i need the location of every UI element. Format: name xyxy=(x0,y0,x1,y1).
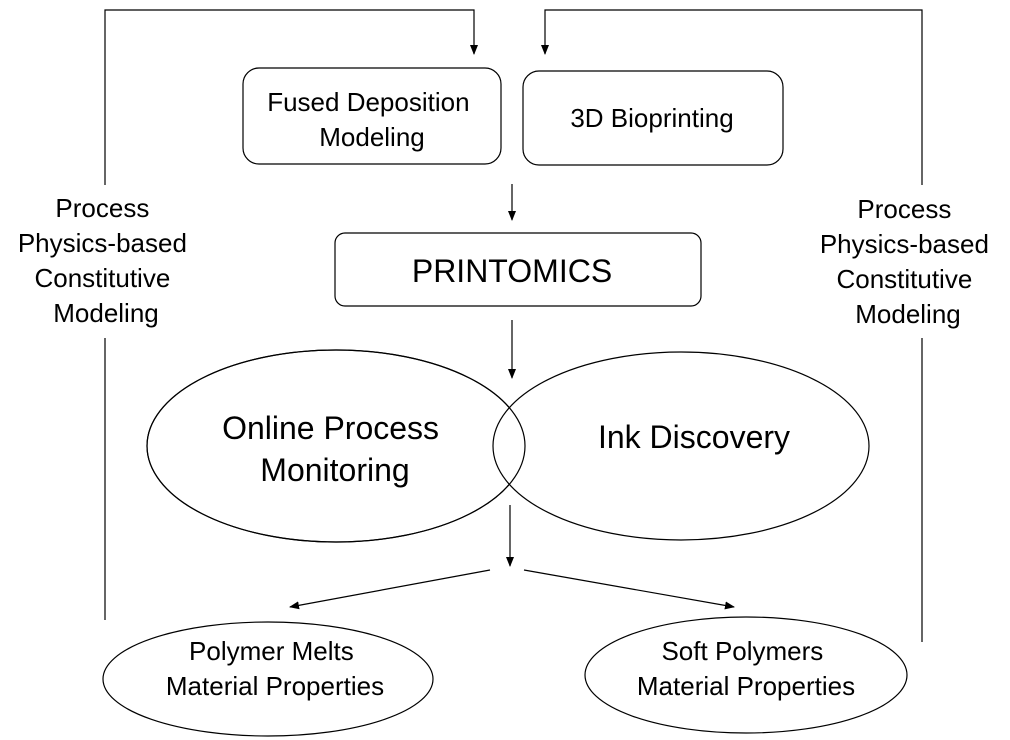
right-side-label-line-1: Process xyxy=(857,194,951,224)
arrow-to-soft-polymers xyxy=(523,569,735,610)
right-side-label-line-3: Constitutive xyxy=(836,264,972,294)
polymer-melts-label: Polymer Melts Material Properties xyxy=(166,636,384,701)
fdm-label-line-1: Fused Deposition xyxy=(267,87,469,117)
online-monitoring-label-line-2: Monitoring xyxy=(260,452,409,488)
bioprinting-box-label: 3D Bioprinting xyxy=(570,103,733,133)
left-feedback-connector-top xyxy=(104,9,478,185)
left-side-label: Process Physics-based Constitutive Model… xyxy=(18,193,194,328)
online-monitoring-label: Online Process Monitoring xyxy=(222,410,448,488)
polymer-melts-label-line-2: Material Properties xyxy=(166,671,384,701)
online-monitoring-ellipse-outline xyxy=(146,349,526,543)
fdm-label-line-2: Modeling xyxy=(319,122,425,152)
fdm-box-label: Fused Deposition Modeling xyxy=(267,87,477,152)
ink-discovery-ellipse xyxy=(492,351,870,541)
polymer-melts-label-line-1: Polymer Melts xyxy=(189,636,354,666)
left-side-label-line-2: Physics-based xyxy=(18,228,187,258)
right-side-label-line-4: Modeling xyxy=(855,299,961,329)
right-side-label-line-2: Physics-based xyxy=(820,229,989,259)
left-side-label-line-4: Modeling xyxy=(53,298,159,328)
fdm-box xyxy=(242,67,502,165)
soft-polymers-ellipse xyxy=(584,616,908,734)
left-side-label-line-1: Process xyxy=(55,193,149,223)
right-side-label: Process Physics-based Constitutive Model… xyxy=(820,194,996,329)
bioprinting-label-line-1: 3D Bioprinting xyxy=(570,103,733,133)
polymer-melts-ellipse xyxy=(102,621,434,737)
left-side-label-line-3: Constitutive xyxy=(34,263,170,293)
soft-polymers-label: Soft Polymers Material Properties xyxy=(637,636,855,701)
ink-discovery-label: Ink Discovery xyxy=(598,419,790,455)
soft-polymers-label-line-2: Material Properties xyxy=(637,671,855,701)
printomics-label-line-1: PRINTOMICS xyxy=(412,253,612,289)
online-monitoring-ellipse xyxy=(146,349,526,543)
right-feedback-connector-top xyxy=(541,9,923,185)
arrow-to-polymer-melts xyxy=(289,569,491,610)
printomics-box-label: PRINTOMICS xyxy=(412,253,612,289)
printomics-box xyxy=(334,232,702,307)
online-monitoring-label-line-1: Online Process xyxy=(222,410,439,446)
ink-discovery-label-line-1: Ink Discovery xyxy=(598,419,790,455)
bioprinting-box xyxy=(522,70,784,166)
soft-polymers-label-line-1: Soft Polymers xyxy=(661,636,823,666)
